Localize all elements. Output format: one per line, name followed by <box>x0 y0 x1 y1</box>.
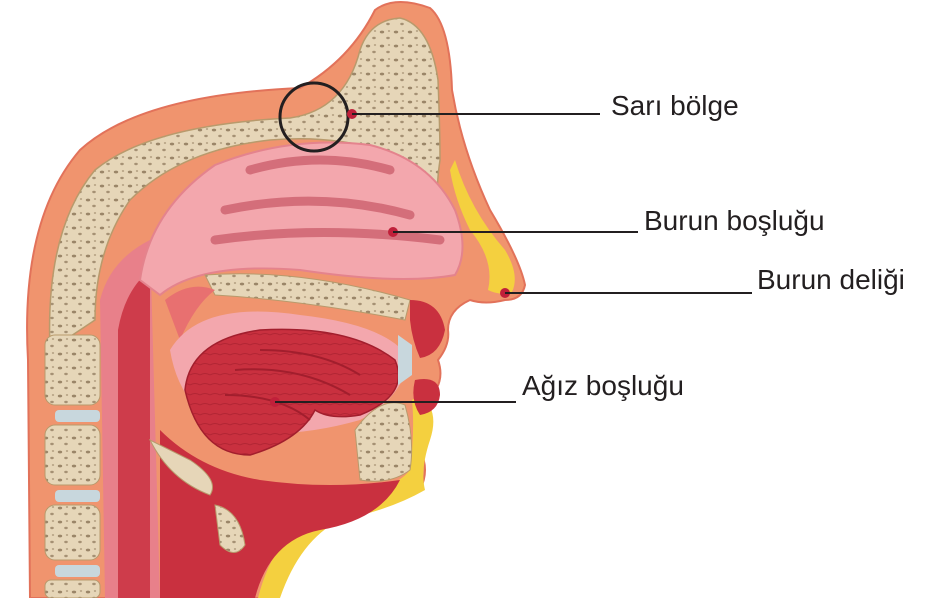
label-agiz-boslugu: Ağız boşluğu <box>522 372 684 400</box>
pharynx-muscle <box>118 270 150 598</box>
vertebrae <box>45 335 100 598</box>
lower-lip <box>413 379 440 415</box>
label-burun-deligi: Burun deliği <box>757 266 905 294</box>
leader-burun-deligi <box>500 288 752 298</box>
label-sari-bolge: Sarı bölge <box>611 92 739 120</box>
label-burun-boslugu: Burun boşluğu <box>644 207 825 235</box>
